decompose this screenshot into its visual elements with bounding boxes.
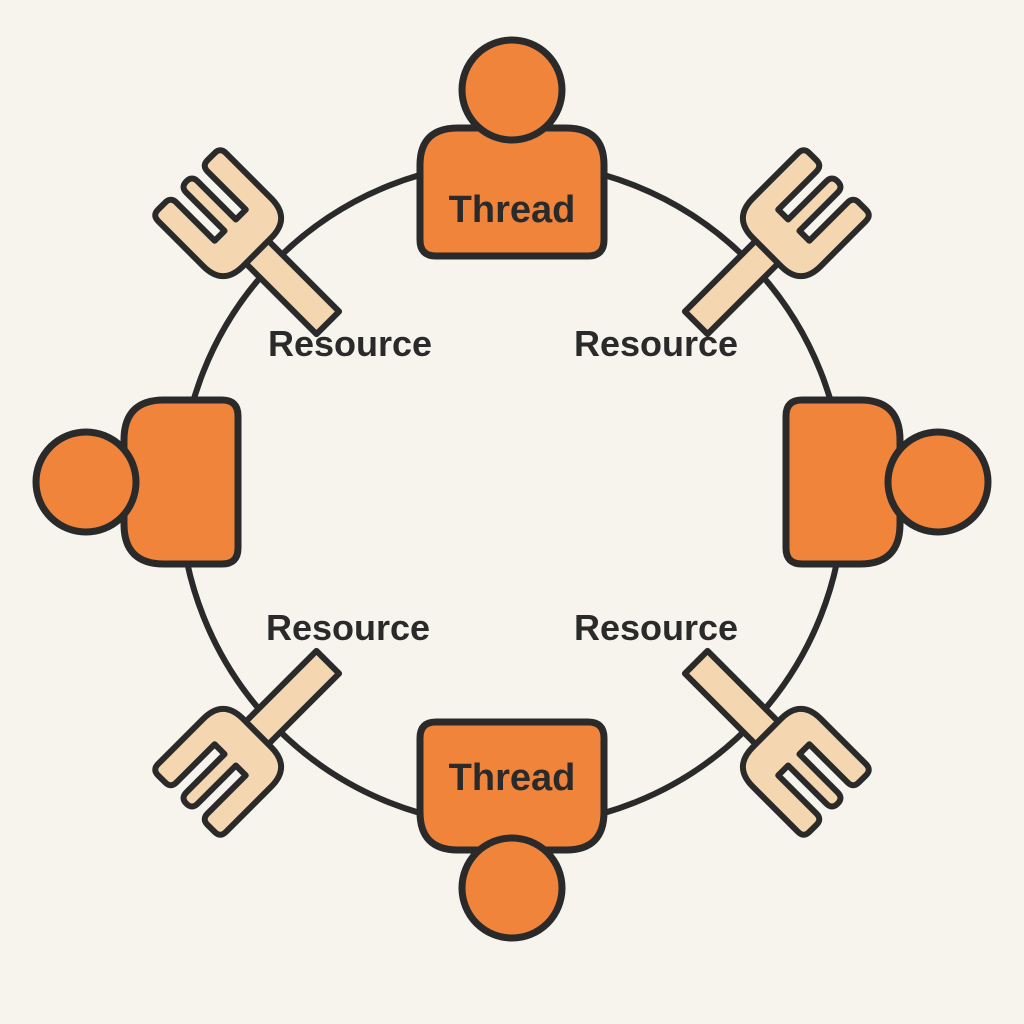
fork-icon — [152, 147, 343, 338]
person-body — [416, 718, 608, 854]
resource-label: Resource — [266, 607, 430, 648]
person-head — [458, 36, 566, 144]
thread-bottom: Thread — [416, 718, 608, 942]
fork-icon — [152, 647, 343, 838]
thread-right — [782, 396, 992, 568]
thread-label: Thread — [449, 757, 576, 799]
person-body — [416, 124, 608, 260]
resource-label: Resource — [574, 323, 738, 364]
thread-left — [32, 396, 242, 568]
person-body — [782, 396, 904, 568]
fork-icon — [681, 647, 872, 838]
person-body — [120, 396, 242, 568]
thread-top: Thread — [416, 36, 608, 260]
resource-label: Resource — [268, 323, 432, 364]
resource-label: Resource — [574, 607, 738, 648]
person-head — [458, 834, 566, 942]
person-head — [32, 428, 140, 536]
thread-label: Thread — [449, 189, 576, 231]
person-head — [884, 428, 992, 536]
fork-icon — [681, 147, 872, 338]
